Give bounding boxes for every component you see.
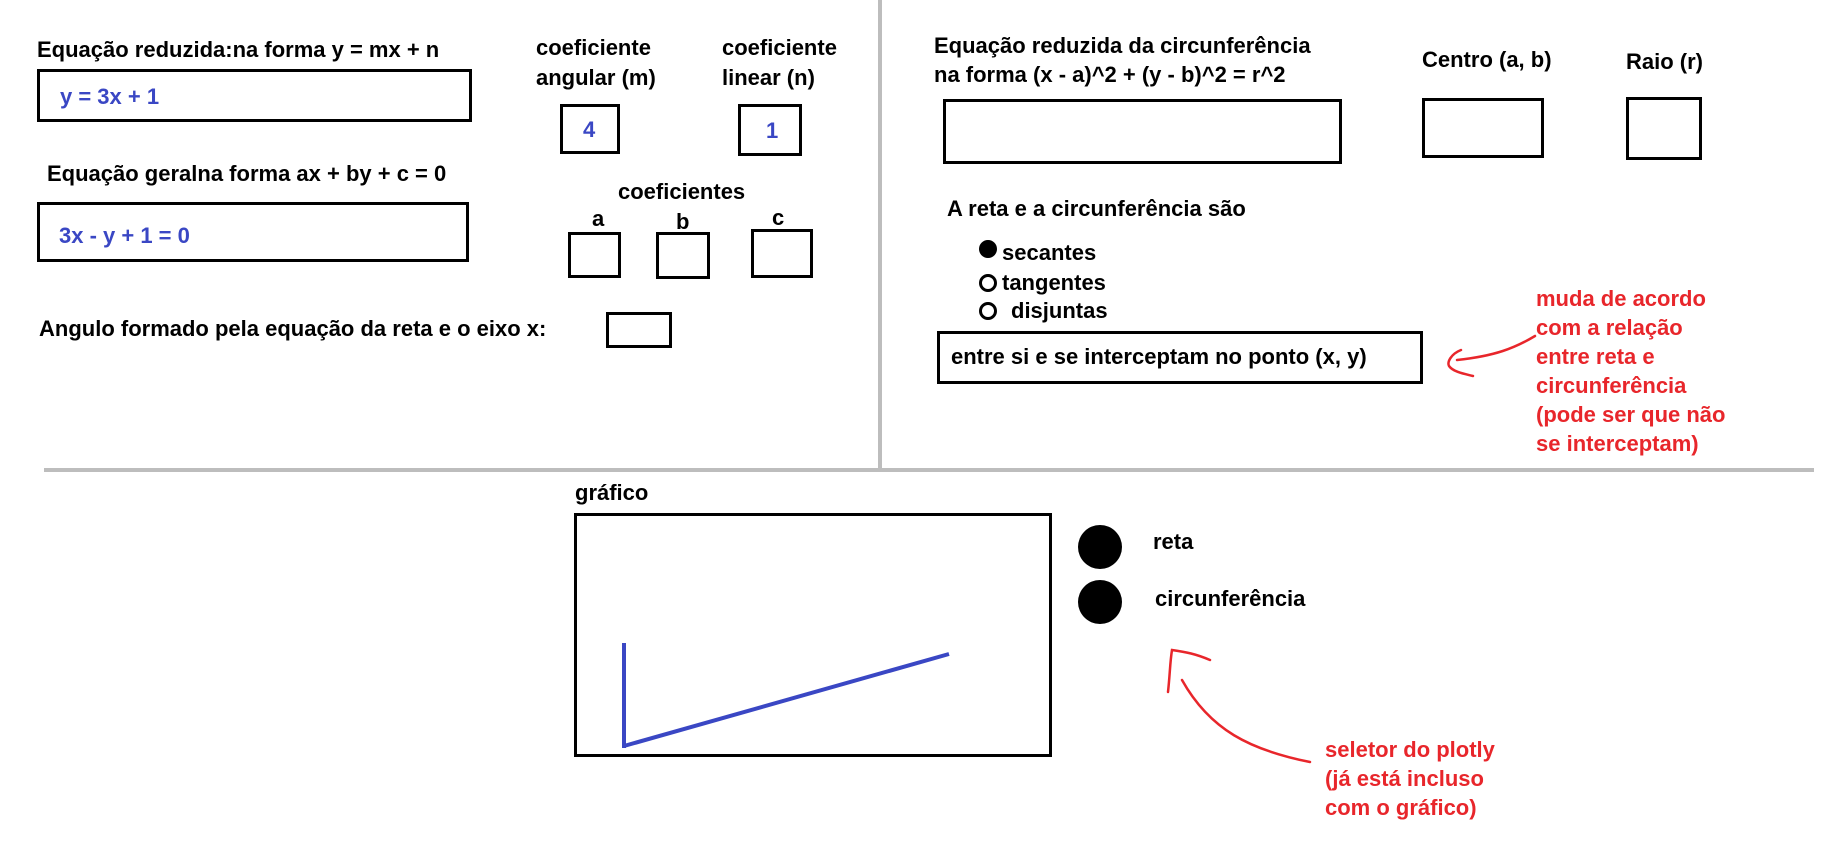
reduced-equation-value: y = 3x + 1 bbox=[60, 84, 160, 109]
coef-b-label: b bbox=[676, 209, 690, 234]
angle-label: Angulo formado pela equação da reta e o … bbox=[39, 316, 547, 341]
center-label: Centro (a, b) bbox=[1422, 47, 1552, 72]
selector-annotation: seletor do plotly (já está incluso com o… bbox=[1325, 737, 1495, 820]
angular-coef-label-2: angular (m) bbox=[536, 65, 656, 90]
coef-c-field[interactable] bbox=[751, 229, 813, 278]
option-tangentes-label: tangentes bbox=[1002, 270, 1106, 295]
graph-plot bbox=[622, 643, 950, 748]
angular-coef-label-1: coeficiente bbox=[536, 35, 651, 60]
option-disjuntas-label: disjuntas bbox=[1011, 298, 1108, 323]
selector-reta-dot[interactable] bbox=[1078, 525, 1122, 569]
circle-equation-field[interactable] bbox=[943, 99, 1342, 164]
relation-result-text: entre si e se interceptam no ponto (x, y… bbox=[951, 344, 1367, 369]
selector-reta-label: reta bbox=[1153, 529, 1194, 554]
linear-coef-value: 1 bbox=[766, 118, 779, 143]
radio-disjuntas[interactable] bbox=[979, 302, 997, 320]
linear-coef-field[interactable]: 1 bbox=[738, 104, 802, 156]
selector-circunferencia-dot[interactable] bbox=[1078, 580, 1122, 624]
coef-a-label: a bbox=[592, 206, 605, 231]
angular-coef-value: 4 bbox=[583, 117, 596, 142]
coef-a-field[interactable] bbox=[568, 232, 621, 278]
relation-annotation: muda de acordo com a relação entre reta … bbox=[1536, 286, 1726, 456]
center-field[interactable] bbox=[1422, 98, 1544, 158]
reduced-equation-label: Equação reduzida:na forma y = mx + n bbox=[37, 37, 440, 62]
general-equation-label: Equação geralna forma ax + by + c = 0 bbox=[47, 161, 447, 186]
angle-field[interactable] bbox=[606, 312, 672, 348]
circle-equation-label-2: na forma (x - a)^2 + (y - b)^2 = r^2 bbox=[934, 62, 1286, 87]
coef-b-field[interactable] bbox=[656, 232, 710, 279]
general-equation-value: 3x - y + 1 = 0 bbox=[59, 223, 190, 248]
radius-label: Raio (r) bbox=[1626, 49, 1703, 74]
coefficients-title: coeficientes bbox=[618, 179, 746, 204]
radio-tangentes[interactable] bbox=[979, 274, 997, 292]
option-secantes-label: secantes bbox=[1002, 240, 1097, 265]
radius-field[interactable] bbox=[1626, 97, 1702, 160]
general-equation-field[interactable]: 3x - y + 1 = 0 bbox=[37, 202, 469, 262]
selector-annotation-arrow bbox=[1166, 648, 1312, 764]
coef-c-label: c bbox=[772, 205, 785, 230]
linear-coef-label-1: coeficiente bbox=[722, 35, 837, 60]
graph-line bbox=[623, 652, 950, 748]
radio-secantes[interactable] bbox=[979, 240, 997, 258]
relation-annotation-arrow bbox=[1447, 334, 1537, 378]
angular-coef-field[interactable]: 4 bbox=[560, 104, 620, 154]
circle-equation-label-1: Equação reduzida da circunferência bbox=[934, 33, 1311, 58]
vertical-divider bbox=[878, 0, 882, 470]
graph-area[interactable] bbox=[574, 513, 1052, 757]
linear-coef-label-2: linear (n) bbox=[722, 65, 815, 90]
horizontal-divider bbox=[44, 468, 1814, 472]
selector-circunferencia-label: circunferência bbox=[1155, 586, 1306, 611]
relation-result-field: entre si e se interceptam no ponto (x, y… bbox=[937, 331, 1423, 384]
relation-title: A reta e a circunferência são bbox=[947, 196, 1246, 221]
reduced-equation-field[interactable]: y = 3x + 1 bbox=[37, 69, 472, 122]
graph-title: gráfico bbox=[575, 480, 649, 505]
